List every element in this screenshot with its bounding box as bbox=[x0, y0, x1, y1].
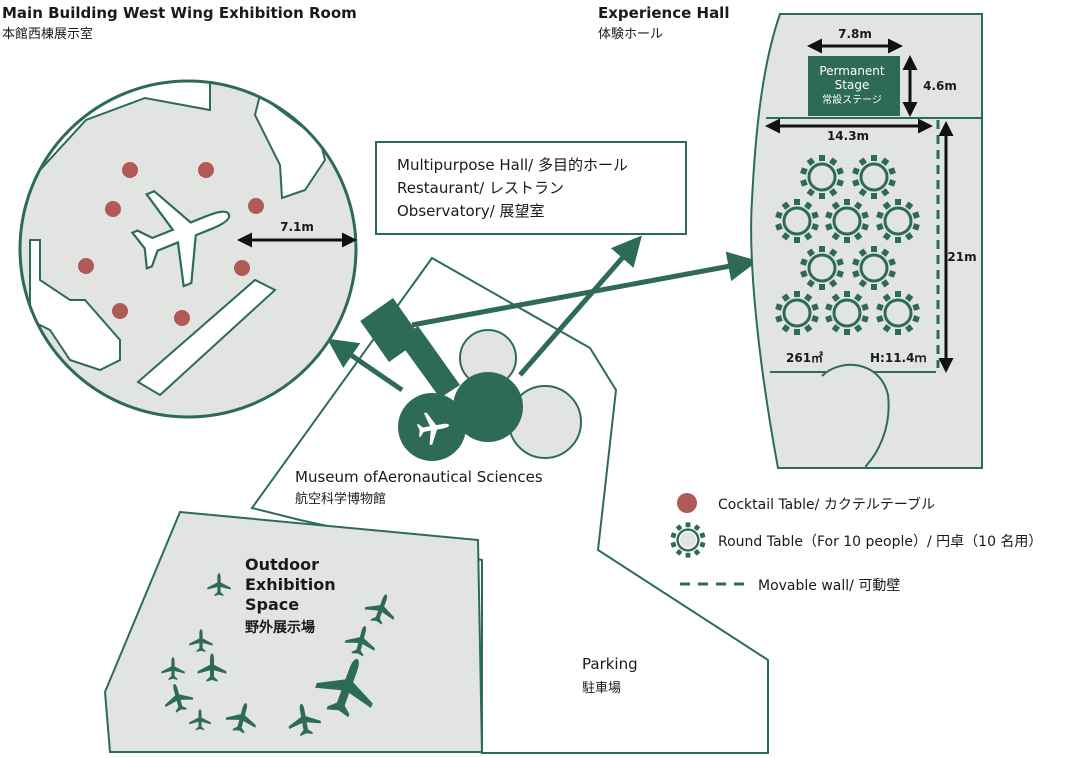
legend-cocktail-icon bbox=[677, 493, 697, 513]
stage-label-ja: 常設ステージ bbox=[822, 93, 882, 106]
hall-length-label: 21m bbox=[947, 250, 976, 264]
outdoor-label-3: Space bbox=[245, 595, 299, 614]
stage-depth-label: 4.6m bbox=[923, 79, 957, 93]
callout-restaurant: Restaurant/ レストラン bbox=[397, 179, 564, 197]
west-wing-map[interactable]: 7.1m bbox=[18, 40, 358, 419]
west-wing-title: Main Building West Wing Exhibition Room bbox=[2, 4, 357, 22]
cocktail-table bbox=[78, 162, 264, 326]
stage-width-label: 7.8m bbox=[838, 27, 872, 41]
legend-round-table-icon bbox=[669, 521, 707, 559]
permanent-stage[interactable]: Permanent Stage 常設ステージ bbox=[808, 56, 900, 116]
experience-hall-title-ja: 体験ホール bbox=[598, 27, 663, 42]
outdoor-label-1: Outdoor bbox=[245, 555, 319, 574]
arrow-to-callout bbox=[518, 235, 642, 377]
stage-label-2: Stage bbox=[835, 78, 870, 92]
callout-multipurpose: Multipurpose Hall/ 多目的ホール bbox=[397, 156, 628, 174]
callout-box bbox=[375, 141, 687, 235]
museum-building[interactable] bbox=[360, 298, 582, 461]
legend-cocktail-label: Cocktail Table/ カクテルテーブル bbox=[718, 496, 935, 513]
parking-label-ja: 駐車場 bbox=[582, 681, 621, 696]
legend-movable-wall-label: Movable wall/ 可動壁 bbox=[758, 578, 900, 594]
stage-label-1: Permanent bbox=[819, 64, 885, 78]
legend-round-table-label: Round Table（For 10 people）/ 円卓（10 名用） bbox=[718, 534, 1042, 550]
arrow-to-west-wing bbox=[327, 338, 404, 393]
hall-width-label: 14.3m bbox=[827, 129, 869, 143]
outdoor-exhibition-area[interactable] bbox=[103, 510, 484, 753]
museum-name-ja: 航空科学博物館 bbox=[295, 491, 386, 507]
outdoor-label-ja: 野外展示場 bbox=[245, 619, 315, 636]
hall-area-label: 261㎡ bbox=[786, 350, 823, 365]
legend: Cocktail Table/ カクテルテーブル Round Table（For… bbox=[669, 493, 1042, 594]
west-wing-dimension: 7.1m bbox=[280, 220, 314, 234]
site-boundary bbox=[250, 256, 769, 754]
museum-name: Museum ofAeronautical Sciences bbox=[295, 468, 543, 486]
west-wing-title-ja: 本館西棟展示室 bbox=[2, 26, 93, 42]
callout-observatory: Observatory/ 展望室 bbox=[397, 202, 545, 220]
hall-curve-room bbox=[821, 363, 890, 468]
experience-hall-title: Experience Hall bbox=[598, 4, 729, 22]
parking-label: Parking bbox=[582, 655, 638, 673]
arrow-to-experience-hall bbox=[411, 251, 758, 328]
hall-height-label: H:11.4ｍ bbox=[870, 351, 926, 365]
outdoor-label-2: Exhibition bbox=[245, 575, 336, 594]
